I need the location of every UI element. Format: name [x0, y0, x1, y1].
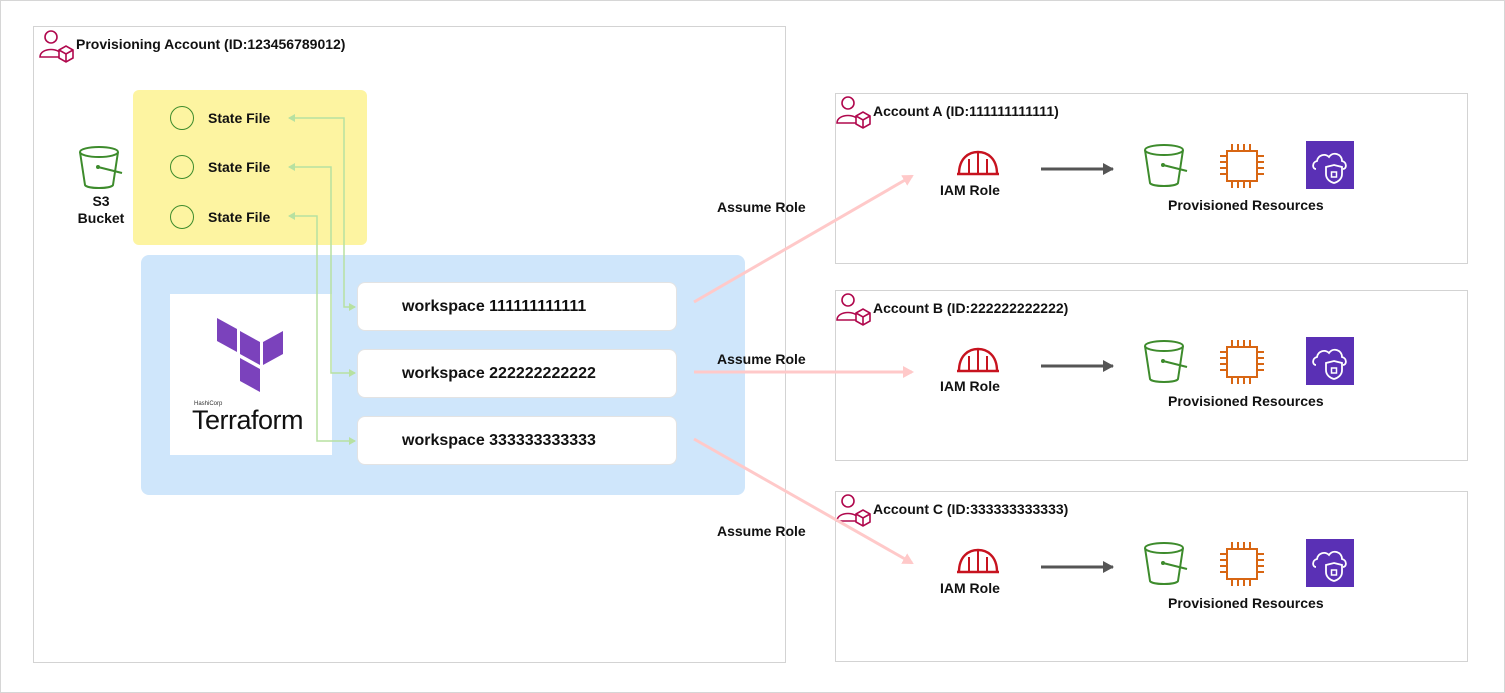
s3-bucket-icon	[79, 146, 123, 189]
workspace-label: workspace 333333333333	[402, 432, 596, 449]
state-link	[288, 114, 356, 311]
provisioned-resources-label: Provisioned Resources	[1168, 393, 1324, 409]
account-icon	[836, 494, 871, 527]
s3-bucket-icon	[1144, 542, 1188, 585]
iam-role-icon	[957, 548, 999, 574]
security-shield-icon	[1306, 539, 1354, 587]
provisioned-resources-label: Provisioned Resources	[1168, 595, 1324, 611]
account-icon	[836, 96, 871, 129]
ec2-chip-icon	[1220, 340, 1264, 384]
account-a-box	[835, 93, 1468, 264]
state-file-icon	[170, 155, 194, 179]
state-file-icon	[170, 106, 194, 130]
account-c-title: Account C (ID:333333333333)	[873, 501, 1069, 517]
s3-bucket-icon	[1144, 340, 1188, 383]
account-b-box	[835, 290, 1468, 461]
security-shield-icon	[1306, 141, 1354, 189]
workspace-box: workspace 333333333333	[357, 416, 677, 465]
assume-role-label: Assume Role	[717, 351, 806, 367]
state-file-icon	[170, 205, 194, 229]
s3-bucket-icon	[1144, 144, 1188, 187]
account-a-title: Account A (ID:111111111111)	[873, 103, 1059, 119]
workspace-label: workspace 111111111111	[402, 298, 587, 315]
iam-role-icon	[957, 150, 999, 176]
s3-bucket-label: S3 Bucket	[77, 193, 125, 226]
assume-role-label: Assume Role	[717, 199, 806, 215]
account-c-box	[835, 491, 1468, 662]
state-link	[288, 163, 356, 377]
account-b-title: Account B (ID:222222222222)	[873, 300, 1069, 316]
ec2-chip-icon	[1220, 542, 1264, 586]
iam-role-label: IAM Role	[940, 580, 1000, 596]
state-file-label: State File	[208, 159, 271, 175]
account-icon	[836, 293, 871, 326]
state-file-label: State File	[208, 110, 271, 126]
assume-role-label: Assume Role	[717, 523, 806, 539]
state-file-label: State File	[208, 209, 271, 225]
iam-role-icon	[957, 347, 999, 373]
ec2-chip-icon	[1220, 144, 1264, 188]
state-link	[288, 212, 356, 445]
provisioning-account-title: Provisioning Account (ID:123456789012)	[76, 36, 346, 52]
terraform-vendor-label: HashiCorp	[194, 401, 223, 407]
iam-role-label: IAM Role	[940, 182, 1000, 198]
terraform-wordmark: Terraform	[192, 405, 304, 435]
security-shield-icon	[1306, 337, 1354, 385]
terraform-logo-icon	[217, 318, 283, 392]
provisioned-resources-label: Provisioned Resources	[1168, 197, 1324, 213]
iam-role-label: IAM Role	[940, 378, 1000, 394]
account-icon	[39, 30, 74, 63]
workspace-box: workspace 222222222222	[357, 349, 677, 398]
assume-role-link	[693, 437, 914, 565]
workspace-box: workspace 111111111111	[357, 282, 677, 331]
assume-role-link	[693, 174, 914, 304]
workspace-label: workspace 222222222222	[402, 365, 596, 382]
